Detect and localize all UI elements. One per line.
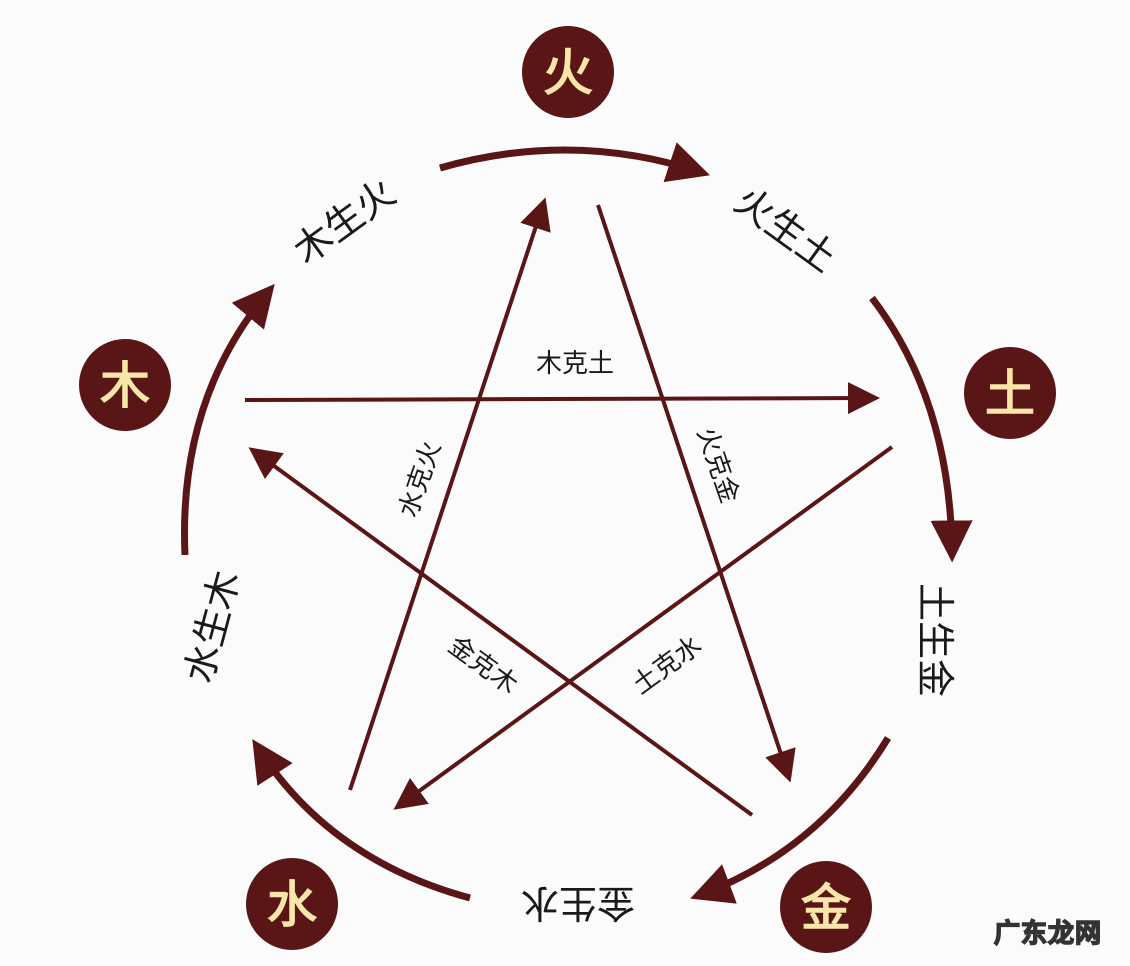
label-fire-earth: 火生土 [727,178,845,281]
arc-earth-metal-metal-water [690,736,891,904]
node-water: 水 [246,858,338,950]
label-water-wood: 水生木 [176,566,248,688]
arc-wood-fire-fire-earth [439,142,710,183]
label-fire-metal: 火克金 [691,424,745,508]
label-earth-water: 土克水 [627,630,708,700]
line-water-controls-fire [348,197,551,791]
node-metal: 金 [780,861,872,953]
arc-water-wood-wood-fire [181,283,275,556]
node-fire: 火 [522,26,614,118]
node-metal-label: 金 [801,879,852,937]
node-wood: 木 [79,339,171,431]
node-earth: 土 [964,347,1056,439]
label-metal-water: 金生水 [521,881,635,925]
line-metal-controls-wood [248,447,754,817]
node-water-label: 水 [267,876,318,934]
line-earth-controls-water [393,445,894,810]
label-earth-metal: 土生金 [913,583,957,697]
watermark: 广东龙网 [993,918,1102,950]
label-wood-fire: 木生火 [285,170,403,273]
label-wood-earth: 木克土 [536,349,614,379]
arc-fire-earth-earth-metal [869,295,973,563]
node-earth-label: 土 [985,365,1035,423]
node-fire-label: 火 [543,44,593,102]
label-water-fire: 水克火 [394,438,448,522]
node-wood-label: 木 [100,357,150,415]
line-fire-controls-metal [596,204,796,783]
line-wood-controls-earth [244,382,880,415]
arc-metal-water-water-wood [252,739,471,902]
